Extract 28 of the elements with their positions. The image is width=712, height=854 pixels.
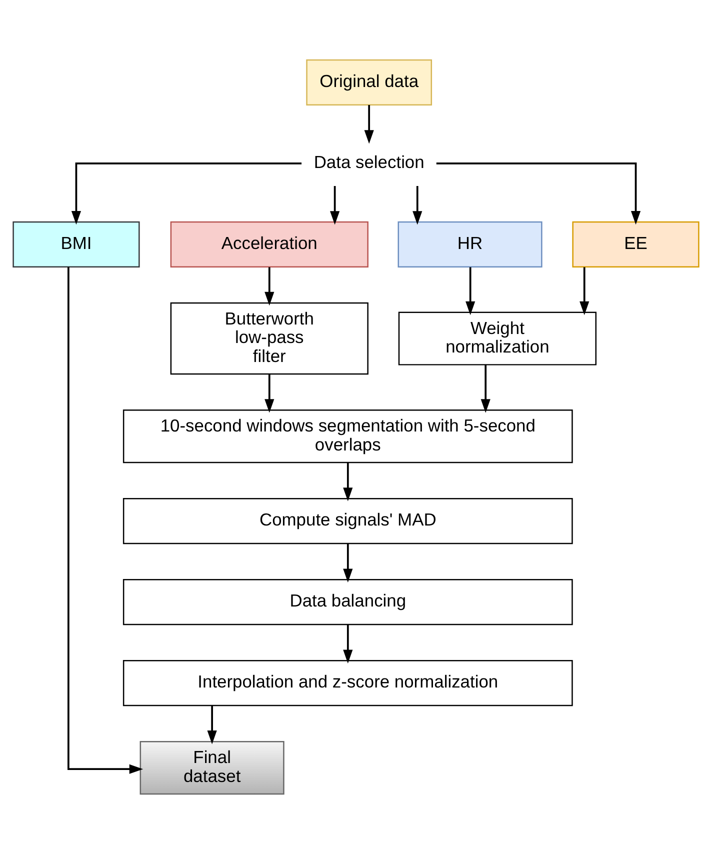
node-box: Weight normalization	[398, 312, 597, 366]
arrow	[343, 544, 353, 582]
node-box: Final dataset	[140, 741, 284, 795]
node-box: Original data	[306, 59, 432, 106]
node-box: Interpolation and z-score normalization	[122, 660, 573, 706]
arrow	[436, 162, 641, 225]
arrow	[264, 267, 274, 306]
arrow	[330, 186, 340, 225]
arrow	[71, 162, 302, 225]
node-box: Compute signals' MAD	[122, 498, 573, 544]
node-box: BMI	[12, 221, 140, 268]
arrow	[466, 267, 476, 316]
node-box: EE	[572, 221, 700, 268]
arrow	[207, 706, 217, 744]
node-box: Butterworth low-pass filter	[170, 302, 368, 375]
arrow	[343, 462, 353, 502]
arrow	[264, 374, 274, 413]
node-box: 10-second windows segmentation with 5-second overlaps	[122, 410, 573, 464]
arrow	[480, 364, 490, 413]
arrow	[412, 186, 422, 225]
node-text: Data selection	[314, 152, 424, 172]
arrow	[364, 104, 374, 144]
arrow	[68, 266, 144, 774]
arrow	[580, 267, 590, 316]
node-box: HR	[398, 221, 542, 268]
node-box: Acceleration	[170, 221, 368, 268]
node-box: Data balancing	[122, 579, 573, 626]
arrow	[343, 624, 353, 664]
